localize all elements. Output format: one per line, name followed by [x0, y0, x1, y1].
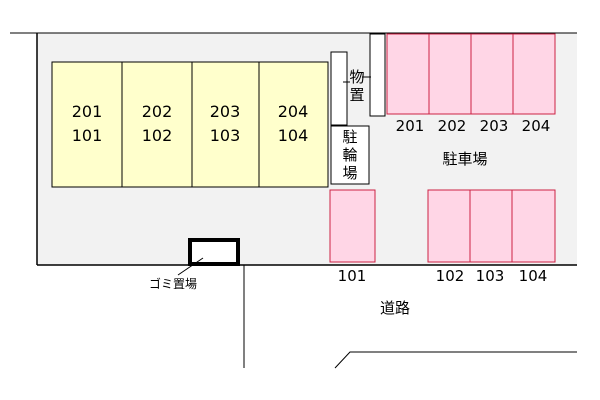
bicycle-label-char: 場 — [342, 164, 357, 182]
unit-104-label: 104 — [278, 126, 309, 145]
unit-102-label: 102 — [142, 126, 173, 145]
parking-row-top: 201 202 203 204 — [386, 33, 556, 135]
garbage-leader-line — [177, 257, 204, 276]
storage-box-right — [369, 33, 386, 117]
unit-202-label: 202 — [142, 102, 173, 121]
parking-label-204: 204 — [522, 117, 551, 135]
bicycle-parking: 駐 輪 場 — [330, 125, 370, 185]
parking-label-102: 102 — [436, 267, 465, 285]
parking-area-label: 駐車場 — [442, 150, 487, 168]
building-outline — [51, 61, 329, 188]
unit-203-label: 203 — [210, 102, 241, 121]
storage-box-left — [330, 51, 348, 126]
garbage-box — [188, 238, 240, 266]
parking-label-103: 103 — [476, 267, 505, 285]
parking-space-101 — [329, 189, 376, 263]
parking-space-201 — [386, 33, 430, 115]
parking-space-203 — [470, 33, 514, 115]
parking-label-104: 104 — [519, 267, 548, 285]
bicycle-parking-box — [330, 125, 370, 185]
road-label: 道路 — [380, 299, 410, 317]
garbage-label: ゴミ置場 — [149, 276, 197, 291]
parking-space-102 — [427, 189, 471, 263]
bicycle-label-char: 駐 — [342, 128, 357, 146]
parking-label-201: 201 — [396, 117, 425, 135]
unit-204-label: 204 — [278, 102, 309, 121]
garbage-area: ゴミ置場 — [149, 238, 240, 291]
unit-201-label: 201 — [72, 102, 103, 121]
storage-shed: 物 置 — [330, 33, 386, 126]
unit-101-label: 101 — [72, 126, 103, 145]
parking-space-202 — [428, 33, 472, 115]
parking-label-203: 203 — [480, 117, 509, 135]
road-curb-line — [334, 351, 577, 369]
parking-space-103 — [469, 189, 513, 263]
unit-103-label: 103 — [210, 126, 241, 145]
parking-row-bottom: 101 102 103 104 — [329, 189, 556, 285]
apartment-building: 201 101 202 102 203 103 204 104 — [51, 61, 329, 188]
storage-label-char: 置 — [349, 86, 364, 104]
storage-label-char: 物 — [349, 68, 364, 86]
parking-space-204 — [512, 33, 556, 115]
parking-label-101: 101 — [338, 267, 367, 285]
parking-label-202: 202 — [438, 117, 467, 135]
bicycle-label-char: 輪 — [342, 146, 357, 164]
parking-space-104 — [511, 189, 556, 263]
